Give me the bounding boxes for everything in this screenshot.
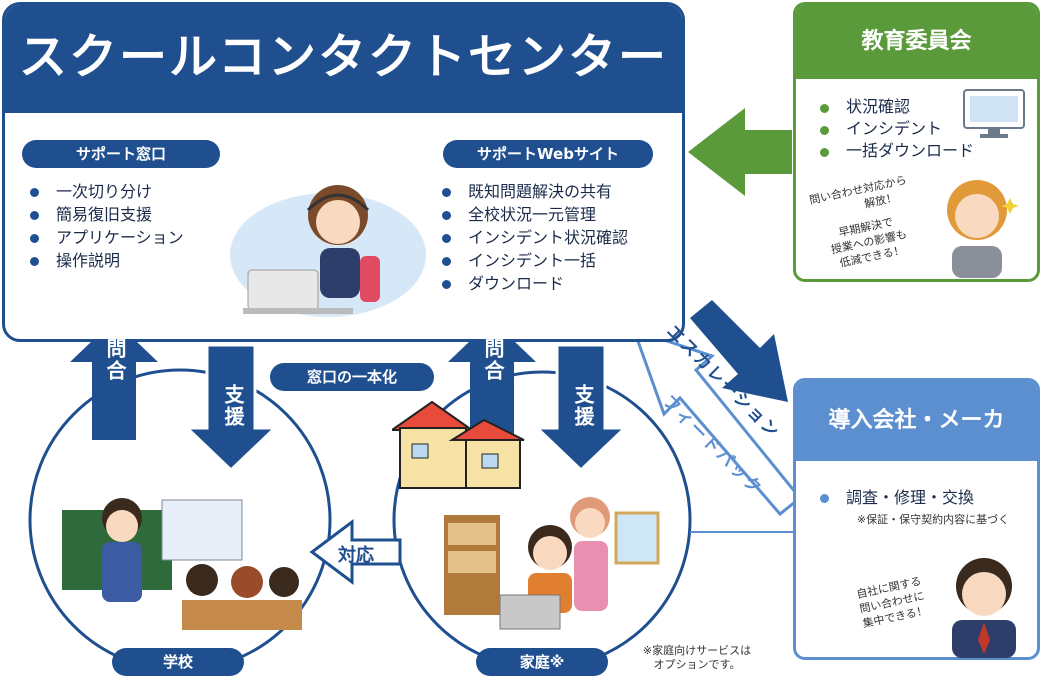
inquiry-arrow-home xyxy=(448,320,536,440)
board-panel: 教育委員会 xyxy=(793,2,1040,282)
contact-center-title: スクールコンタクトセンター xyxy=(18,29,669,85)
home-label: 家庭※ xyxy=(476,648,608,676)
board-arrow xyxy=(688,108,792,196)
support-desk-item: アプリケーション xyxy=(28,226,228,249)
school-label: 学校 xyxy=(112,648,244,676)
inquiry-label-school: 問合 xyxy=(103,338,127,382)
support-desk-item-cont: 操作説明 xyxy=(28,249,228,272)
support-web-label: サポートWebサイト xyxy=(443,140,653,168)
support-web-list: 既知問題解決の共有 全校状況一元管理 インシデント状況確認 インシデント一括 ダ… xyxy=(440,180,680,295)
inquiry-label-home: 問合 xyxy=(481,338,505,382)
support-desk-list: 一次切り分け 簡易復旧支援 アプリケーション 操作説明 xyxy=(28,180,228,272)
contact-center-header xyxy=(5,5,682,113)
inquiry-arrow-school xyxy=(70,320,158,440)
support-arrow-school xyxy=(183,343,279,473)
house-illustration xyxy=(392,400,525,489)
support-web-item: インシデント一括 xyxy=(440,249,680,272)
vendor-panel: 導入会社・メーカ xyxy=(793,378,1040,660)
school-illustration xyxy=(62,498,302,630)
vendor-staff-illustration xyxy=(952,558,1016,658)
support-desk-item: 一次切り分け xyxy=(28,180,228,203)
support-desk-label: サポート窓口 xyxy=(22,140,220,168)
support-web-item: 全校状況一元管理 xyxy=(440,203,680,226)
support-arrow-home xyxy=(533,343,629,473)
home-note: ※家庭向けサービスは オプションです。 xyxy=(622,644,772,672)
board-item: 状況確認 xyxy=(818,96,998,118)
board-item: インシデント xyxy=(818,118,998,140)
vendor-note: ※保証・保守契約内容に基づく xyxy=(856,513,1010,526)
home-illustration xyxy=(444,497,660,630)
board-item-cont: 一括ダウンロード xyxy=(818,140,998,162)
board-list: 状況確認 インシデント 一括ダウンロード xyxy=(818,96,998,162)
support-web-item-cont: ダウンロード xyxy=(440,272,680,295)
respond-arrow xyxy=(309,519,402,585)
feedback-arrow xyxy=(631,327,803,517)
escalation-arrow xyxy=(690,300,788,402)
support-web-item: 既知問題解決の共有 xyxy=(440,180,680,203)
support-web-item: インシデント状況確認 xyxy=(440,226,680,249)
vendor-item: 調査・修理・交換 xyxy=(818,486,1028,509)
vendor-header: 導入会社・メーカ xyxy=(796,381,1037,461)
monitor-icon xyxy=(963,89,1025,138)
board-staff-illustration xyxy=(947,180,1019,278)
operator-illustration xyxy=(230,185,426,317)
home-note-line: オプションです。 xyxy=(653,658,741,671)
contact-center-panel: スクールコンタクトセンター xyxy=(2,2,685,342)
unify-label: 窓口の一本化 xyxy=(270,363,434,391)
home-note-line: ※家庭向けサービスは xyxy=(642,644,752,657)
support-desk-item: 簡易復旧支援 xyxy=(28,203,228,226)
respond-label: 対応 xyxy=(338,545,374,566)
vendor-list: 調査・修理・交換 xyxy=(818,486,1028,509)
support-label-home: 支援 xyxy=(571,384,595,428)
support-label-school: 支援 xyxy=(221,384,245,428)
board-header: 教育委員会 xyxy=(796,5,1037,79)
